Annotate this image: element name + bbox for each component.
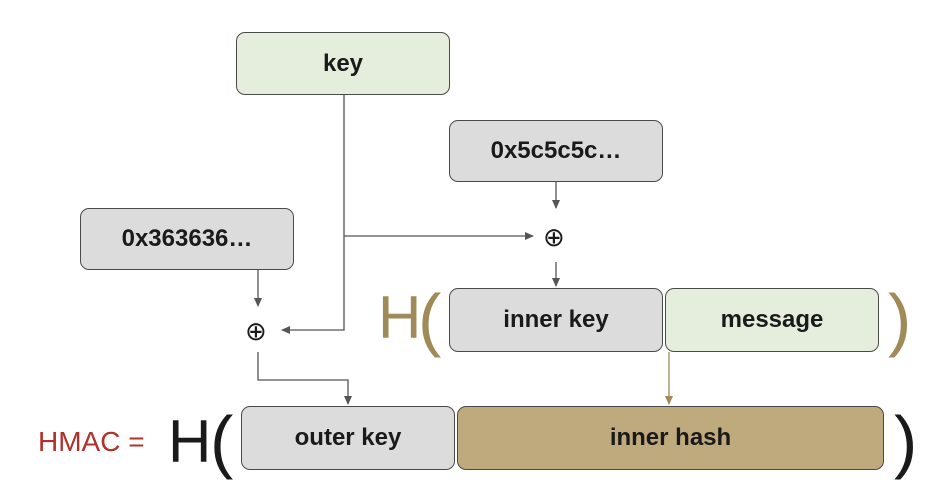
lower-xor-symbol: ⊕ (245, 316, 267, 346)
outer-close-paren: ) (894, 402, 918, 480)
hmac-label: HMAC = (38, 426, 145, 457)
arrow-lower-xor-to-outer-key (257, 352, 352, 405)
key-box: key (236, 32, 450, 95)
inner-open-paren: ( (418, 280, 442, 358)
inner-hash-box: inner hash (457, 406, 884, 470)
outer-key-box: outer key (241, 406, 455, 470)
inner-key-box: inner key (449, 288, 663, 352)
message-box: message (665, 288, 879, 352)
opad-box: 0x5c5c5c… (449, 120, 663, 182)
arrow-key-to-lower-xor (281, 95, 345, 334)
inner-hash-func-h: H (378, 284, 422, 351)
upper-xor-symbol: ⊕ (543, 222, 565, 252)
ipad-box: 0x363636… (80, 208, 294, 270)
outer-open-paren: ( (210, 402, 234, 480)
inner-close-paren: ) (888, 280, 912, 358)
outer-hash-func-h: H (168, 408, 212, 475)
